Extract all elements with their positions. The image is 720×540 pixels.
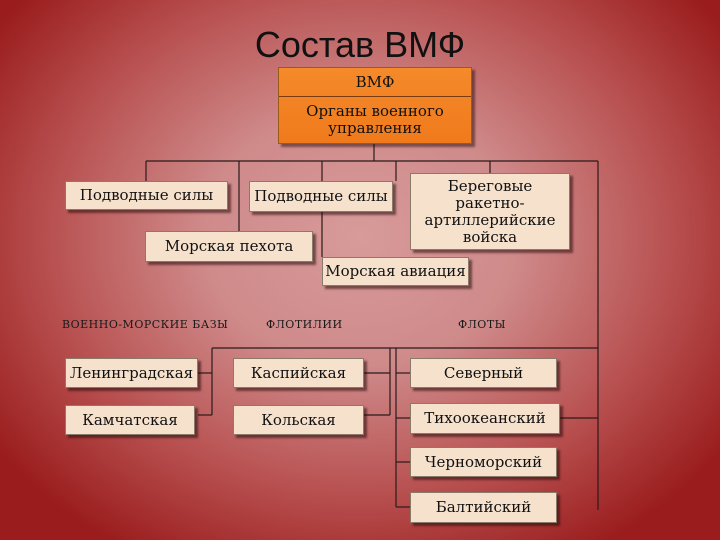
fleet-box: Тихоокеанский — [410, 403, 560, 434]
navy-command-bodies: Органы военного управления — [306, 102, 444, 137]
surface-forces-box: Подводные силы — [249, 181, 393, 212]
marines-box: Морская пехота — [145, 231, 313, 262]
navy-root-title: ВМФ — [279, 68, 471, 97]
naval-aviation-box: Морская авиация — [322, 257, 469, 286]
flotilla-box: Кольская — [233, 405, 364, 435]
section-label-flotillas: ФЛОТИЛИИ — [266, 318, 343, 331]
navy-root-box: ВМФ Органы военного управления — [278, 67, 472, 144]
coastal-troops-box: Береговые ракетно-артиллерийские войска — [410, 173, 570, 250]
page-title: Состав ВМФ — [254, 24, 466, 65]
fleet-box: Черноморский — [410, 447, 557, 477]
section-label-bases: ВОЕННО-МОРСКИЕ БАЗЫ — [62, 318, 229, 331]
fleet-box: Балтийский — [410, 492, 557, 523]
flotilla-box: Каспийская — [233, 358, 364, 388]
section-label-fleets: ФЛОТЫ — [458, 318, 506, 331]
base-box: Ленинградская — [65, 358, 198, 388]
submarine-forces-box: Подводные силы — [65, 181, 228, 210]
base-box: Камчатская — [65, 405, 195, 435]
fleet-box: Северный — [410, 358, 557, 388]
